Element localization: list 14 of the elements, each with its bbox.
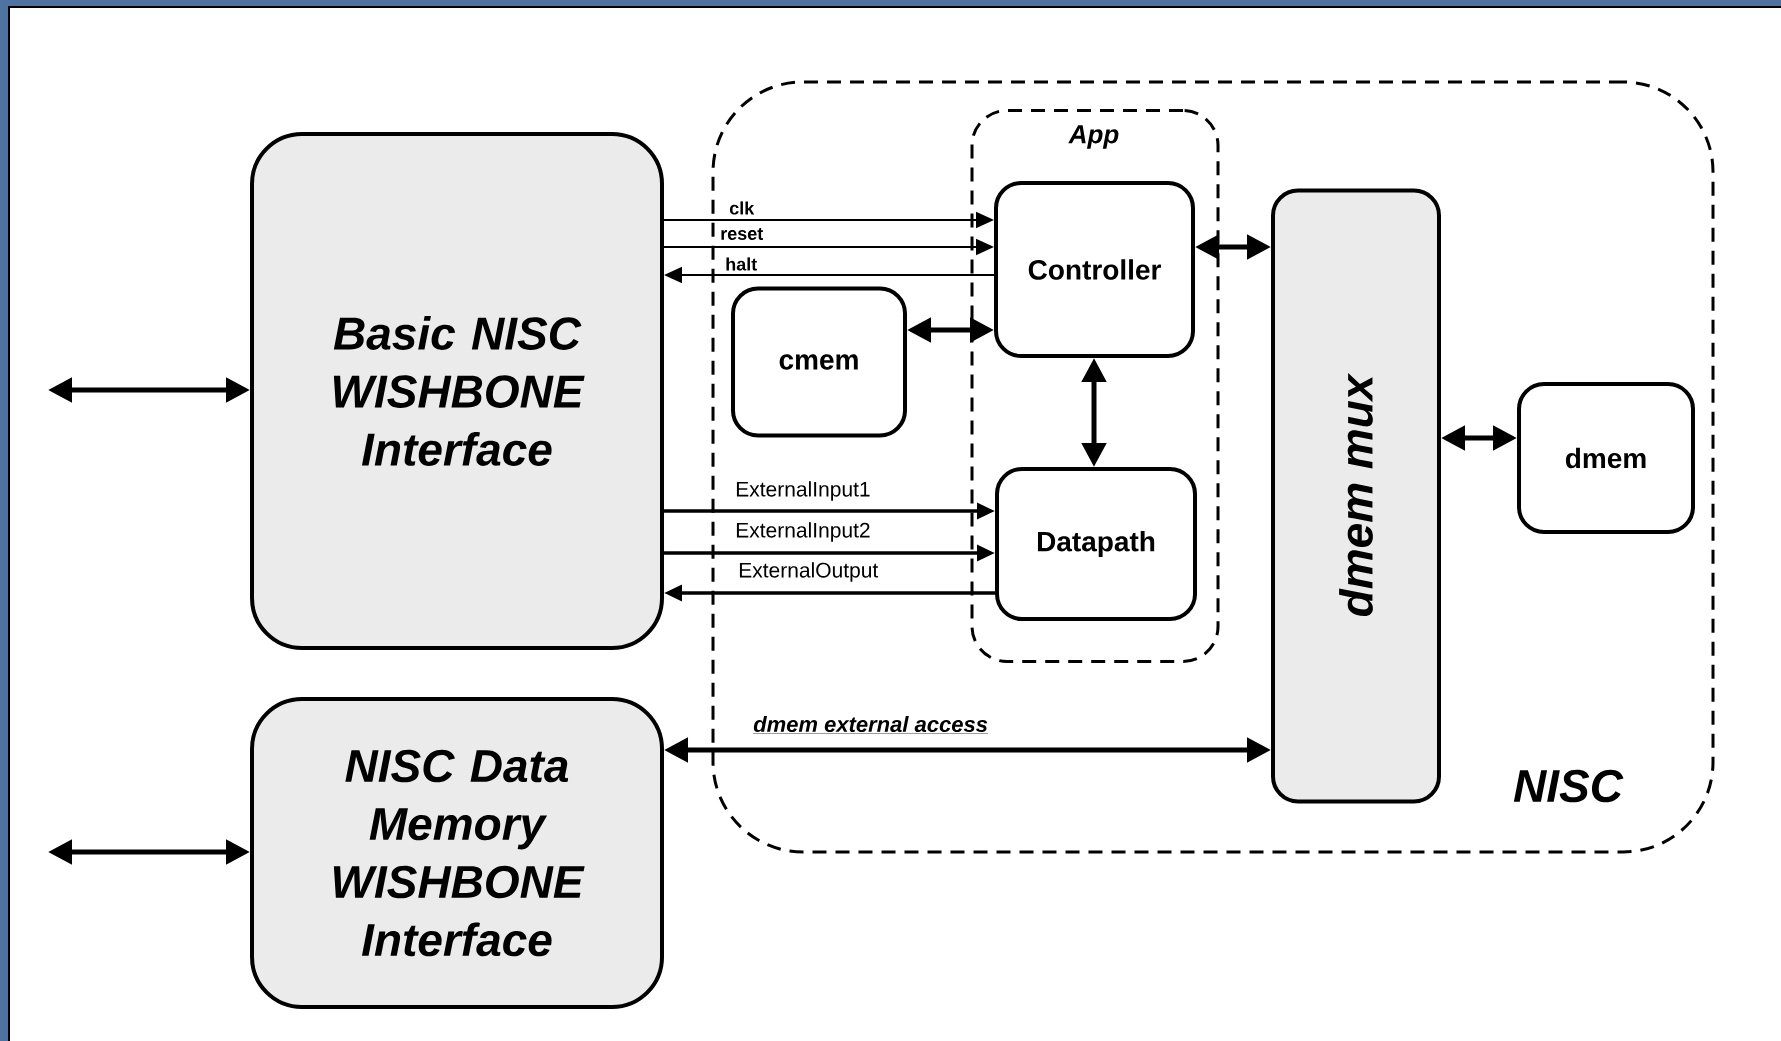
edge-label: ExternalInput1 bbox=[734, 480, 872, 502]
edge-label: clk bbox=[728, 200, 756, 216]
edge-label: reset bbox=[719, 227, 765, 241]
process-box: Datapath bbox=[995, 467, 1197, 621]
process-box: cmem bbox=[731, 286, 907, 438]
process-box: dmem bbox=[1517, 382, 1695, 534]
process-box: Basic NISC WISHBONE Interface bbox=[250, 132, 664, 650]
edge-label: ExternalInput2 bbox=[734, 521, 872, 543]
edge-label: halt bbox=[724, 256, 759, 272]
edge-label: ExternalOutput bbox=[737, 561, 880, 583]
process-box: NISC Data Memory WISHBONE Interface bbox=[250, 697, 664, 1009]
edge-label: dmem external access bbox=[752, 714, 989, 736]
process-box: Controller bbox=[994, 181, 1195, 358]
process-box: dmem mux bbox=[1271, 188, 1441, 804]
